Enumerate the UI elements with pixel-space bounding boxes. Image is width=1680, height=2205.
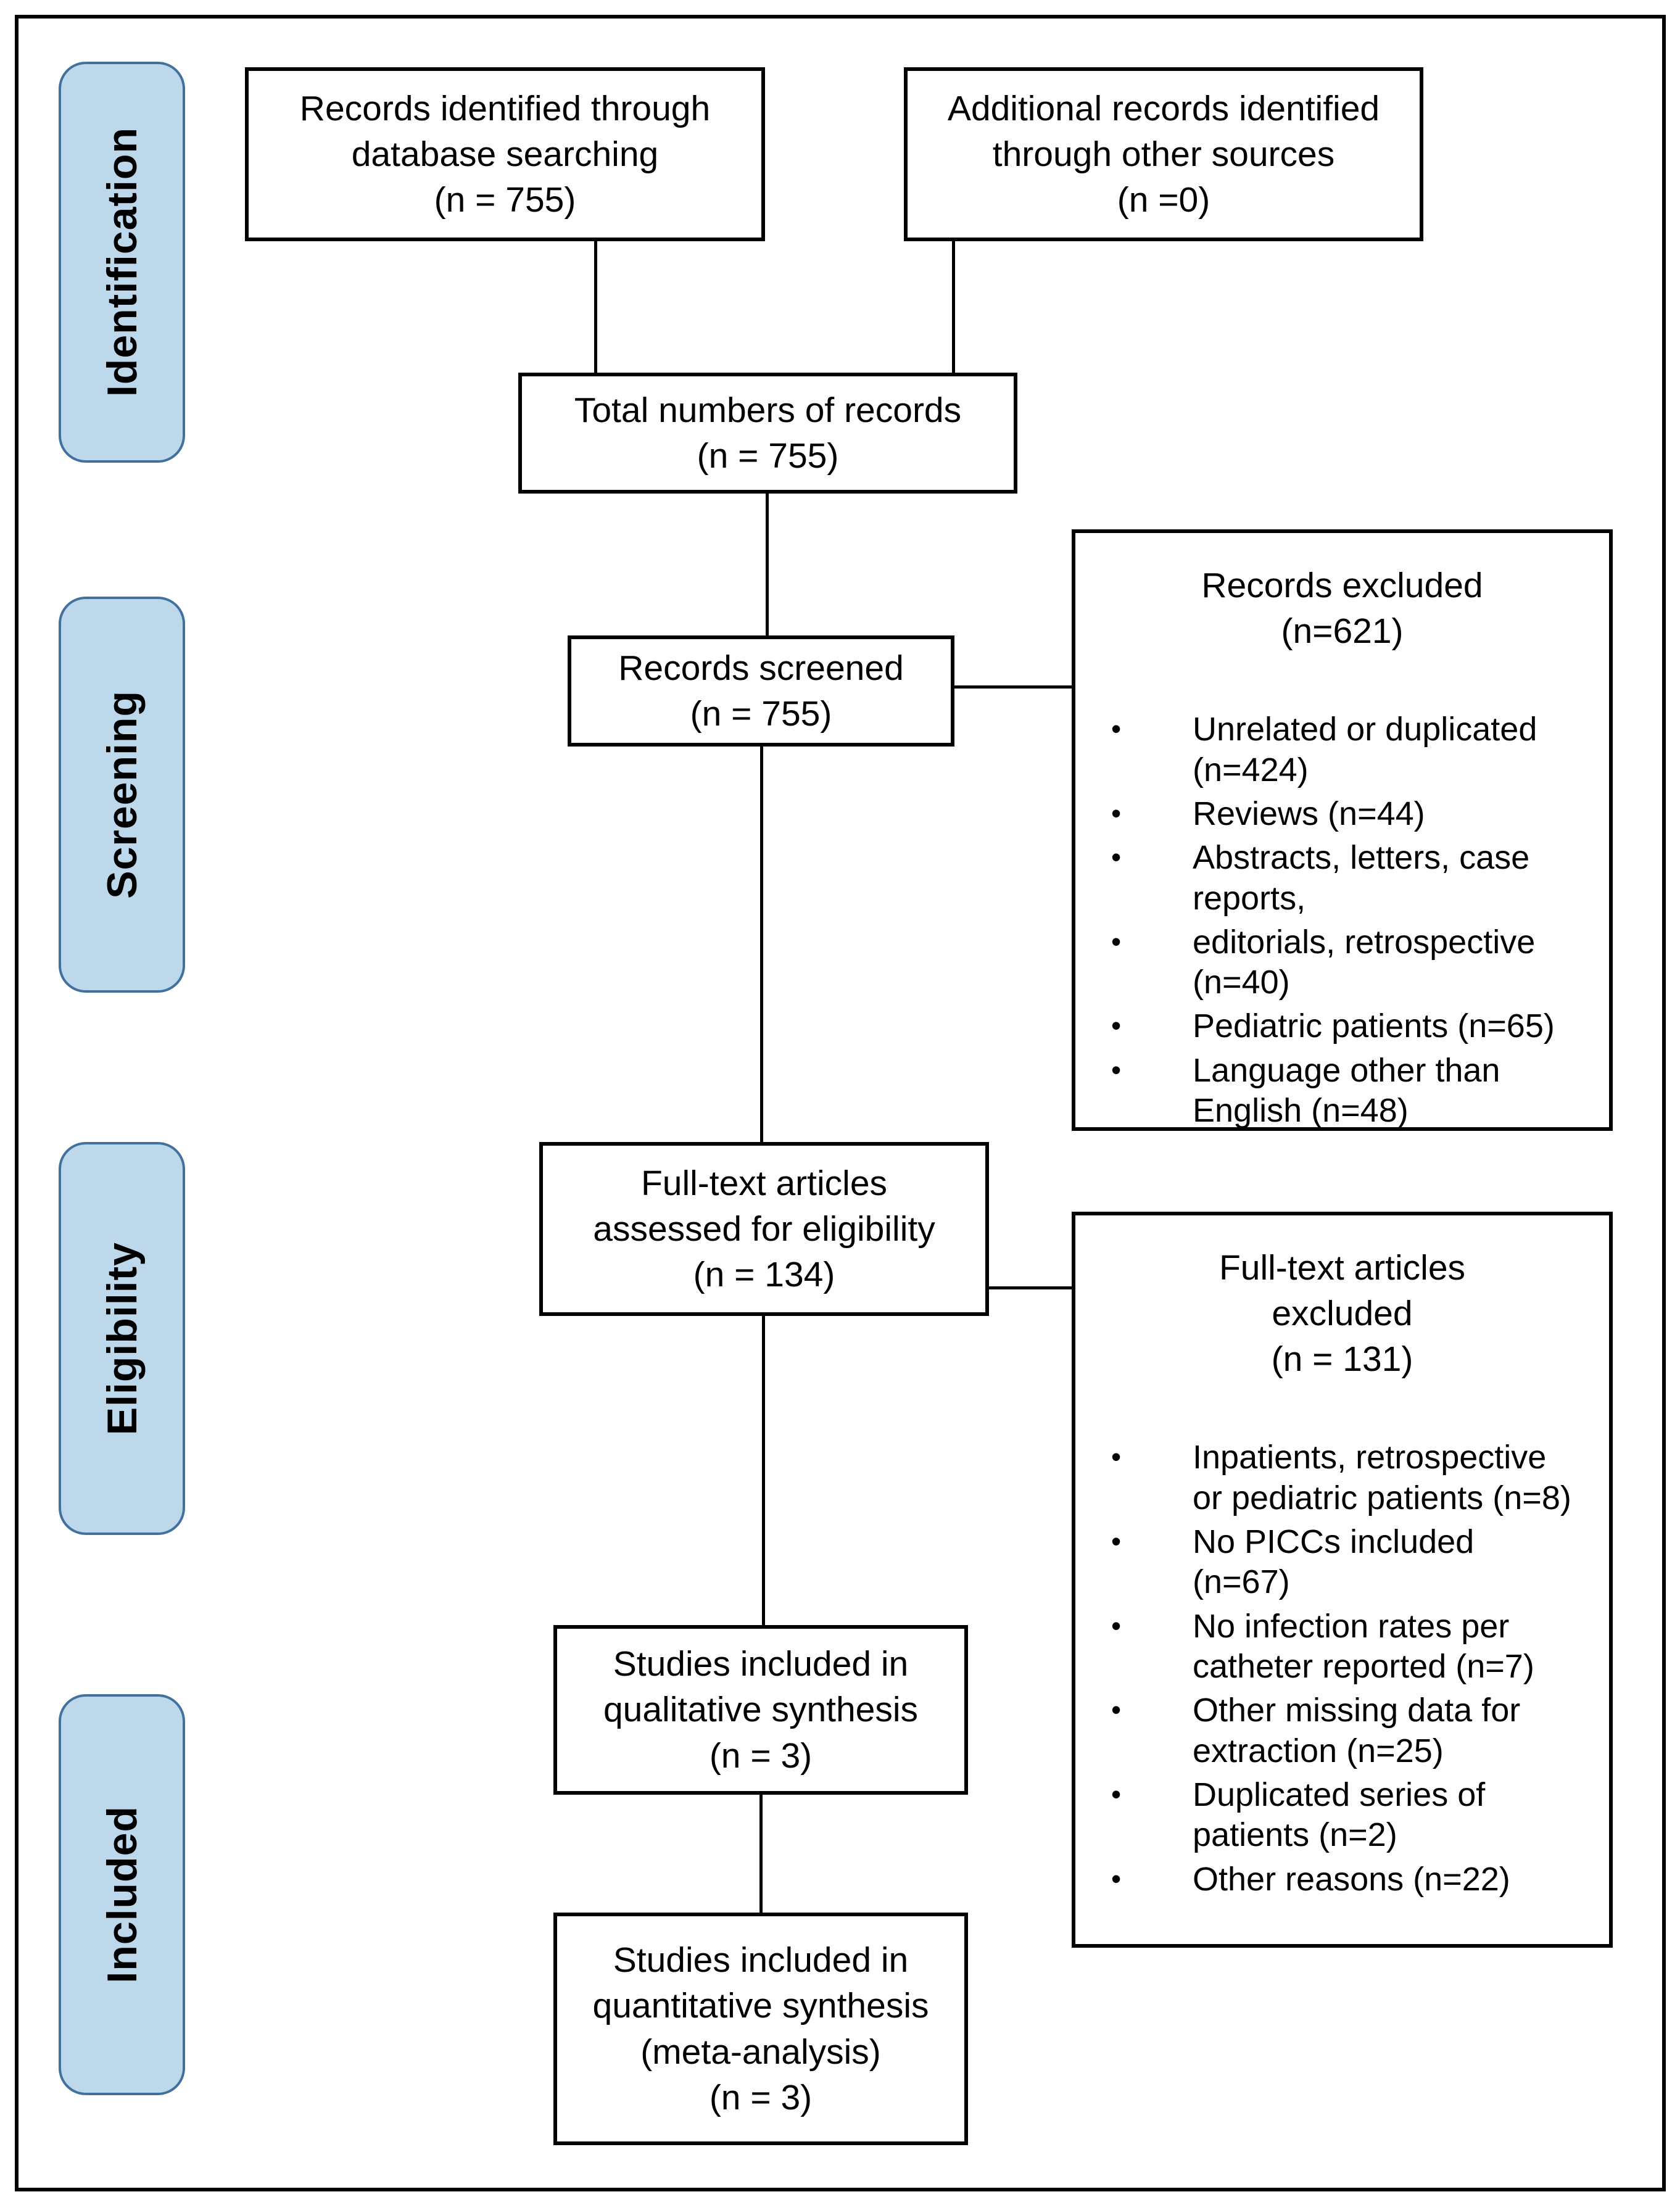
connector-screened-to-assessed (760, 745, 763, 1143)
box-records-identified: Records identified through database sear… (245, 67, 765, 241)
bullet-item: Reviews (n=44) (1094, 794, 1584, 834)
connector-total-to-screened (766, 492, 769, 637)
box-quantitative-synthesis: Studies included in quantitative synthes… (553, 1913, 968, 2145)
records-excluded-list: Unrelated or duplicated (n=424)Reviews (… (1094, 709, 1584, 1131)
stage-label-identification: Identification (59, 62, 185, 463)
box-records-screened-text: Records screened (n = 755) (618, 648, 904, 734)
box-full-text-assessed: Full-text articles assessed for eligibil… (539, 1142, 989, 1316)
bullet-item: Inpatients, retrospective or pediatric p… (1094, 1438, 1584, 1518)
box-additional-records: Additional records identified through ot… (904, 67, 1423, 241)
box-total-records: Total numbers of records (n = 755) (518, 373, 1017, 494)
bullet-item: Other reasons (n=22) (1094, 1860, 1584, 1900)
stage-label-eligibility: Eligibility (59, 1142, 185, 1535)
bullet-item: editorials, retrospective (n=40) (1094, 922, 1584, 1003)
connector-assessed-to-qualitative (762, 1315, 765, 1626)
box-total-records-text: Total numbers of records (n = 755) (574, 390, 962, 476)
connector-additional-to-total (952, 241, 955, 374)
connector-screened-to-excluded (954, 685, 1073, 689)
box-additional-records-text: Additional records identified through ot… (947, 88, 1380, 220)
box-full-text-assessed-text: Full-text articles assessed for eligibil… (593, 1163, 935, 1295)
box-qualitative-synthesis: Studies included in qualitative synthesi… (553, 1625, 968, 1795)
bullet-item: Other missing data for extraction (n=25) (1094, 1690, 1584, 1771)
diagram-border (15, 15, 1666, 2191)
bullet-item: Pediatric patients (n=65) (1094, 1006, 1584, 1046)
stage-label-eligibility-text: Eligibility (98, 1241, 146, 1436)
box-records-identified-text: Records identified through database sear… (299, 88, 711, 220)
bullet-item: Unrelated or duplicated (n=424) (1094, 709, 1584, 790)
bullet-item: No infection rates per catheter reported… (1094, 1607, 1584, 1687)
connector-qualitative-to-quantitative (759, 1793, 763, 1914)
box-full-text-excluded: Full-text articles excluded (n = 131) In… (1072, 1212, 1613, 1948)
stage-label-identification-text: Identification (98, 127, 146, 397)
box-full-text-excluded-title: Full-text articles excluded (n = 131) (1219, 1248, 1466, 1380)
bullet-item: Duplicated series of patients (n=2) (1094, 1775, 1584, 1856)
stage-label-screening: Screening (59, 597, 185, 993)
connector-assessed-to-excluded (988, 1286, 1073, 1289)
full-text-excluded-list: Inpatients, retrospective or pediatric p… (1094, 1438, 1584, 1900)
box-records-excluded-title: Records excluded (n=621) (1201, 566, 1483, 652)
stage-label-included-text: Included (98, 1806, 146, 1984)
bullet-item: Language other than English (n=48) (1094, 1051, 1584, 1131)
box-records-screened: Records screened (n = 755) (568, 635, 954, 747)
box-quantitative-synthesis-text: Studies included in quantitative synthes… (592, 1940, 929, 2117)
bullet-item: No PICCs included (n=67) (1094, 1522, 1584, 1603)
box-qualitative-synthesis-text: Studies included in qualitative synthesi… (603, 1644, 919, 1776)
connector-identified-to-total (594, 241, 597, 374)
stage-label-screening-text: Screening (98, 690, 146, 899)
stage-label-included: Included (59, 1694, 185, 2095)
bullet-item: Abstracts, letters, case reports, (1094, 838, 1584, 919)
box-records-excluded: Records excluded (n=621) Unrelated or du… (1072, 529, 1613, 1131)
